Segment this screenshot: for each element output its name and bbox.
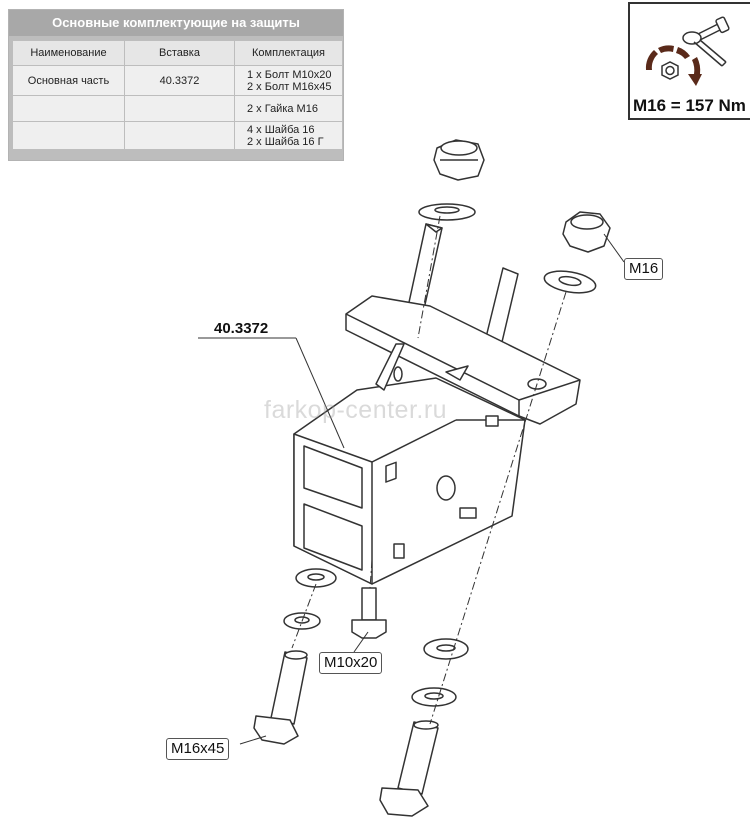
callout-bolt-m16x45: M16x45 [166, 738, 230, 760]
parts-table: Основные комплектующие на защиты Наимено… [8, 9, 344, 161]
table-cell-kit: 2 х Гайка М16 [234, 95, 343, 122]
nut-top-left [433, 139, 485, 181]
table-header-row: Наименование Вставка Комплектация [12, 40, 343, 66]
flange-plate [345, 295, 581, 425]
table-cell-name [12, 95, 125, 122]
part-number-label: 40.3372 [214, 320, 269, 337]
table-cell-insert [124, 95, 235, 122]
nut-top-right [562, 211, 611, 253]
table-grid: Наименование Вставка Комплектация Основн… [12, 40, 343, 150]
callout-nut-m16: M16 [624, 258, 664, 280]
torque-wrench-icon [645, 16, 730, 86]
table-cell-kit: 4 х Шайба 16 2 х Шайба 16 Г [234, 121, 343, 150]
torque-label: M16 = 157 Nm [633, 96, 746, 115]
table-row: 2 х Гайка М16 [12, 95, 343, 122]
table-row: 4 х Шайба 16 2 х Шайба 16 Г [12, 121, 343, 150]
table-cell-insert: 40.3372 [124, 65, 235, 96]
table-cell-kit: 1 х Болт М10х20 2 х Болт М16х45 [234, 65, 343, 96]
bolt-m10x20 [351, 587, 387, 639]
table-cell-name: Основная часть [12, 65, 125, 96]
bolt-m16x45-left [253, 650, 308, 745]
table-title: Основные комплектующие на защиты [9, 10, 343, 36]
table-cell-insert [124, 121, 235, 150]
table-row: Основная часть 40.3372 1 х Болт М10х20 2… [12, 65, 343, 96]
callout-bolt-m10x20: M10x20 [319, 652, 383, 674]
table-cell-name [12, 121, 125, 150]
table-header-kit: Комплектация [234, 40, 343, 66]
bolt-m16x45-right [379, 720, 439, 817]
torque-spec-box: M16 = 157 Nm [628, 2, 750, 120]
watermark: farkop-center.ru [264, 396, 448, 424]
